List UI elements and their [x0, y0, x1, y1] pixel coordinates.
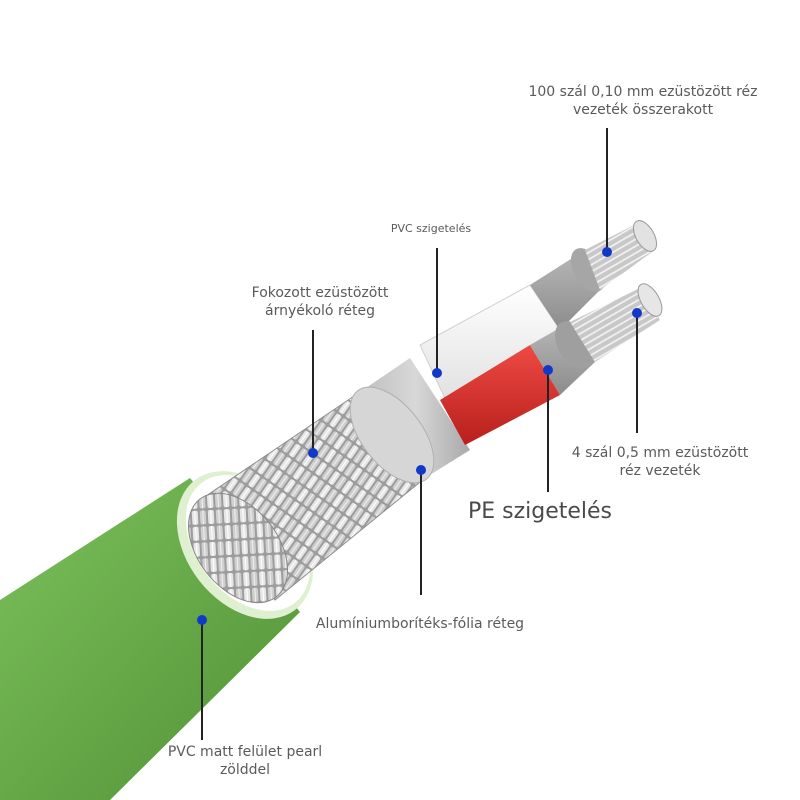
white-core [419, 220, 658, 421]
marker-dot [543, 365, 553, 375]
leader-copper-strands [602, 128, 612, 257]
leader-shield-layer [308, 330, 318, 458]
label-silver-wire: 4 szál 0,5 mm ezüstözött réz vezeték [571, 445, 749, 479]
leader-foil-layer [416, 465, 426, 595]
label-pe-insulation: PE szigetelés [467, 499, 613, 524]
red-core [440, 283, 663, 445]
marker-dot [632, 308, 642, 318]
label-jacket: PVC matt felület pearl zölddel [167, 744, 323, 778]
marker-dot [432, 368, 442, 378]
label-pvc-insulation: PVC szigetelés [390, 222, 472, 235]
leader-pe-insulation [543, 365, 553, 492]
label-shield-layer: Fokozott ezüstözött árnyékoló réteg [251, 285, 389, 319]
marker-dot [416, 465, 426, 475]
marker-dot [308, 448, 318, 458]
aluminium-foil-layer [349, 358, 470, 484]
label-foil-layer: Alumíniumborítéks-fólia réteg [315, 616, 525, 632]
leader-silver-wire [632, 308, 642, 433]
label-copper-strands: 100 szál 0,10 mm ezüstözött réz vezeték … [528, 84, 758, 118]
leader-pvc-insulation [432, 248, 442, 378]
marker-dot [602, 247, 612, 257]
marker-dot [197, 615, 207, 625]
leader-jacket [197, 615, 207, 740]
